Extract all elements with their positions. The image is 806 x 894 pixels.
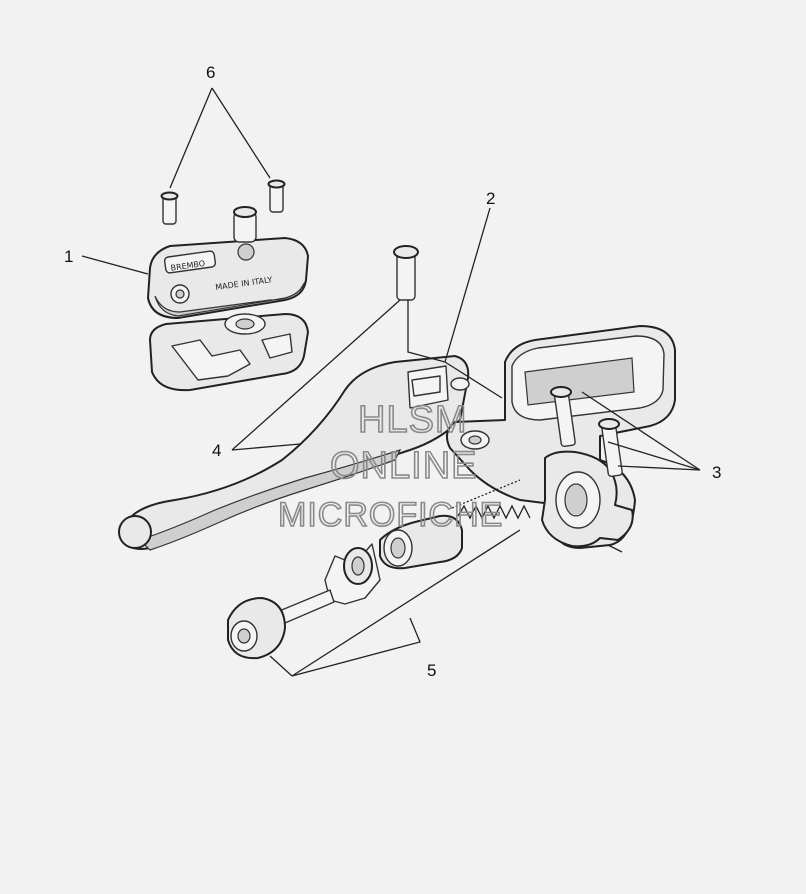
callout-2: 2 [486,189,495,208]
cap-screw-right [267,179,286,213]
dust-boot [324,543,381,605]
clamp-bolt-front [598,418,623,478]
push-rod-boot [227,597,286,660]
watermark-line-1: HLSM [358,399,468,441]
reservoir-diaphragm [149,313,309,392]
reservoir-cap: BREMBO MADE IN ITALY [147,206,309,319]
callout-4: 4 [212,441,221,460]
lever-pivot-pin [393,245,419,301]
piston [379,514,463,570]
piston-spring [457,504,531,520]
callout-3: 3 [712,463,721,482]
callout-5: 5 [427,661,436,680]
cap-screw-left [160,191,179,225]
callout-6: 6 [206,63,215,82]
piston-kit [227,479,531,660]
clamp-bolt-rear [550,386,576,448]
watermark: HLSM ONLINE MICROFICHE [277,398,503,535]
watermark-line-2: ONLINE [330,445,477,487]
brake-lever [118,355,470,551]
callout-1: 1 [64,247,73,266]
leader-lines [81,87,701,677]
watermark-line-3: MICROFICHE [278,496,503,534]
